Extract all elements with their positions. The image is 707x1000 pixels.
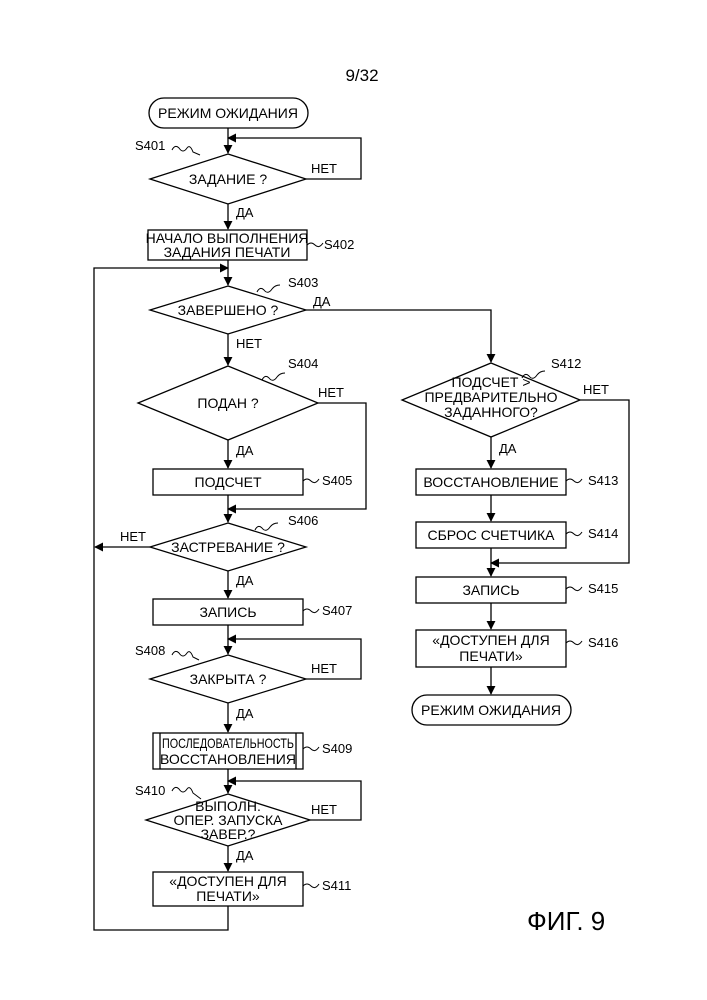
s403-text: ЗАВЕРШЕНО ? — [178, 302, 279, 318]
s407-leader — [303, 609, 319, 613]
page-number: 9/32 — [345, 66, 378, 85]
s415-text: ЗАПИСЬ — [462, 582, 519, 598]
s407-step: S407 — [322, 603, 352, 618]
s408-no-label: НЕТ — [311, 661, 337, 676]
s406-text: ЗАСТРЕВАНИЕ ? — [171, 539, 285, 555]
start-terminal-label: РЕЖИМ ОЖИДАНИЯ — [158, 105, 298, 121]
s406-yes-label: ДА — [236, 573, 254, 588]
s416-line1: «ДОСТУПЕН ДЛЯ — [432, 632, 549, 648]
s402-line2: ЗАДАНИЯ ПЕЧАТИ — [164, 244, 291, 260]
s415-leader — [566, 587, 582, 591]
s402-leader — [307, 243, 323, 247]
s408-leader — [172, 651, 199, 660]
s411-line1: «ДОСТУПЕН ДЛЯ — [169, 873, 286, 889]
s404-text: ПОДАН ? — [197, 395, 258, 411]
s405-step: S405 — [322, 473, 352, 488]
s409-line1: ПОСЛЕДОВАТЕЛЬНОСТЬ — [162, 735, 294, 751]
s413-text: ВОССТАНОВЛЕНИЕ — [423, 474, 558, 490]
s401-leader — [172, 146, 200, 155]
s403-yes-branch — [306, 310, 491, 362]
s405-text: ПОДСЧЕТ — [195, 474, 262, 490]
s410-step: S410 — [135, 783, 165, 798]
s407-text: ЗАПИСЬ — [199, 604, 256, 620]
s414-step: S414 — [588, 526, 618, 541]
s406-no-label: НЕТ — [120, 529, 146, 544]
s402-step: S402 — [324, 237, 354, 252]
s404-step: S404 — [288, 356, 318, 371]
s408-yes-label: ДА — [236, 706, 254, 721]
s414-leader — [566, 532, 582, 536]
end-terminal-label: РЕЖИМ ОЖИДАНИЯ — [421, 702, 561, 718]
s413-step: S413 — [588, 473, 618, 488]
s409-leader — [303, 747, 319, 751]
s404-no-label: НЕТ — [318, 385, 344, 400]
s416-leader — [566, 641, 582, 645]
figure-label: ФИГ. 9 — [527, 906, 605, 936]
s401-no-label: НЕТ — [311, 161, 337, 176]
s412-step: S412 — [551, 356, 581, 371]
s404-yes-label: ДА — [236, 443, 254, 458]
s411-leader — [303, 884, 319, 888]
s410-line3: ЗАВЕР.? — [201, 826, 256, 842]
s410-yes-label: ДА — [236, 848, 254, 863]
s416-line2: ПЕЧАТИ» — [459, 648, 523, 664]
s405-leader — [303, 479, 319, 483]
s409-step: S409 — [322, 741, 352, 756]
s413-leader — [566, 479, 582, 483]
s403-yes-label: ДА — [313, 294, 331, 309]
s408-step: S408 — [135, 643, 165, 658]
s403-step: S403 — [288, 275, 318, 290]
s414-text: СБРОС СЧЕТЧИКА — [428, 527, 556, 543]
s415-step: S415 — [588, 581, 618, 596]
s412-yes-label: ДА — [499, 441, 517, 456]
s403-no-label: НЕТ — [236, 336, 262, 351]
s406-leader — [255, 523, 278, 530]
s412-no-label: НЕТ — [583, 382, 609, 397]
s410-no-label: НЕТ — [311, 802, 337, 817]
s401-text: ЗАДАНИЕ ? — [189, 171, 267, 187]
s408-text: ЗАКРЫТА ? — [190, 671, 267, 687]
s403-leader — [257, 285, 280, 292]
s412-line2: ПРЕДВАРИТЕЛЬНО — [424, 389, 557, 405]
s409-line2: ВОССТАНОВЛЕНИЯ — [160, 751, 296, 767]
s411-step: S411 — [322, 878, 351, 893]
s401-step: S401 — [135, 138, 165, 153]
s412-line1: ПОДСЧЕТ > — [451, 374, 530, 390]
s404-leader — [262, 373, 285, 380]
s412-line3: ЗАДАННОГО? — [444, 404, 538, 420]
s411-line2: ПЕЧАТИ» — [196, 888, 260, 904]
s416-step: S416 — [588, 635, 618, 650]
s401-yes-label: ДА — [236, 205, 254, 220]
s406-step: S406 — [288, 513, 318, 528]
